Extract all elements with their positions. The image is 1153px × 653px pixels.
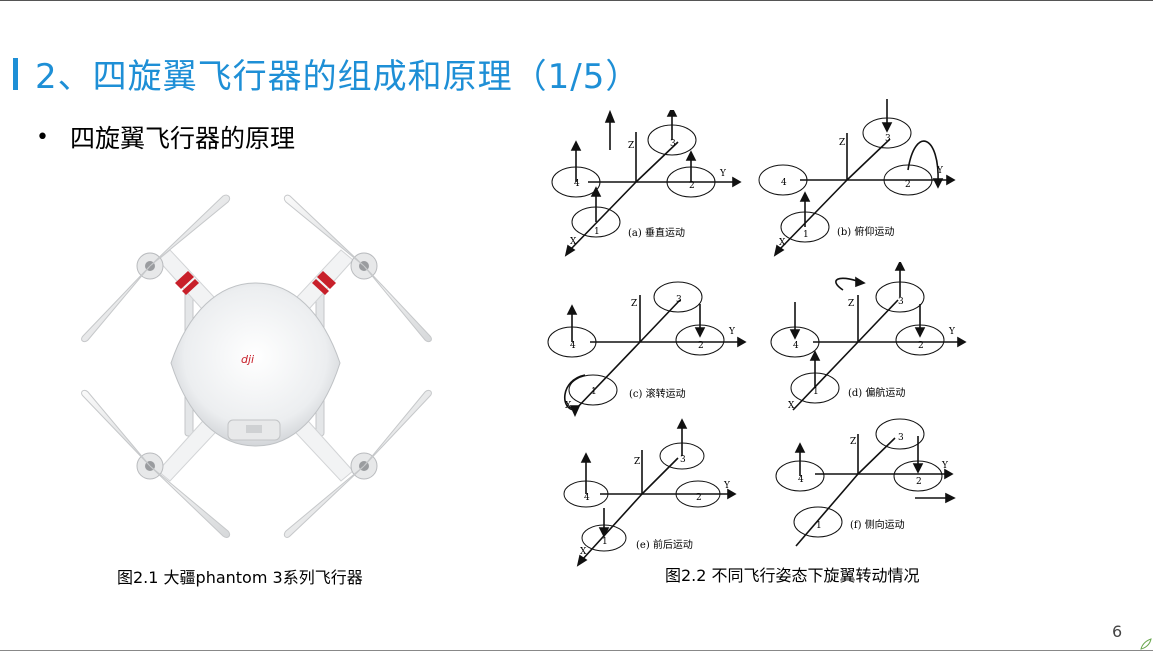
rotor-label-1: 1 xyxy=(816,521,822,531)
rotor-label-2: 2 xyxy=(696,493,702,503)
corner-leaf-icon xyxy=(1140,638,1152,650)
panel-label-a: (a) 垂直运动 xyxy=(628,226,685,239)
rotor-label-3: 3 xyxy=(898,433,904,443)
rotor-label-2: 2 xyxy=(905,180,911,190)
diagram-panel-b: 4 2 3 1 Z Y X (b) 俯仰运动 xyxy=(758,99,956,257)
rotor-label-1: 1 xyxy=(602,537,608,547)
rotor-label-4: 4 xyxy=(570,341,576,351)
drone-logo: dji xyxy=(241,353,254,366)
diagram-panel-d: 4 2 3 1 Z Y X (d) 偏航运动 xyxy=(770,262,967,411)
axis-x-label: X xyxy=(580,547,587,557)
diagram-caption: 图2.2 不同飞行姿态下旋翼转动情况 xyxy=(665,566,920,585)
title-accent-bar xyxy=(13,58,18,90)
axis-z-label: Z xyxy=(850,437,856,447)
bottom-rule xyxy=(0,650,1153,651)
axis-z-label: Z xyxy=(631,299,637,309)
panel-label-f: (f) 侧向运动 xyxy=(850,518,905,531)
axis-y-label: Y xyxy=(728,327,736,337)
axis-y-label: Y xyxy=(719,169,727,179)
axis-z-label: Z xyxy=(634,457,640,467)
axis-z-label: Z xyxy=(839,138,845,148)
page-number: 6 xyxy=(1112,622,1123,641)
panel-label-b: (b) 俯仰运动 xyxy=(837,225,894,238)
rotor-label-1: 1 xyxy=(591,387,597,397)
rotor-label-1: 1 xyxy=(594,227,600,237)
axis-x-label: X xyxy=(570,237,577,247)
rotor-label-2: 2 xyxy=(698,341,704,351)
diagram-panel-f: 4 2 3 1 Z Y (f) 侧向运动 xyxy=(775,418,956,547)
axis-x-label: X xyxy=(565,401,572,411)
rotor-label-4: 4 xyxy=(574,179,580,189)
diagram-panel-e: 4 2 3 1 Z Y X (e) 前后运动 xyxy=(563,418,737,567)
top-rule xyxy=(0,0,1153,1)
axis-y-label: Y xyxy=(941,461,949,471)
panel-label-d: (d) 偏航运动 xyxy=(848,386,905,399)
rotor-label-1: 1 xyxy=(813,387,819,397)
axis-x-label: X xyxy=(779,238,786,248)
rotor-label-2: 2 xyxy=(916,477,922,487)
rotor-label-4: 4 xyxy=(793,341,799,351)
axis-z-label: Z xyxy=(848,299,854,309)
rotor-label-3: 3 xyxy=(680,455,686,465)
rotor-label-4: 4 xyxy=(798,475,804,485)
rotor-label-2: 2 xyxy=(918,341,924,351)
bullet-dot: • xyxy=(36,125,49,150)
axis-x-label: X xyxy=(788,401,795,411)
axis-y-label: Y xyxy=(723,481,731,491)
axis-y-label: Y xyxy=(948,327,956,337)
rotor-label-3: 3 xyxy=(885,134,891,144)
rotor-label-3: 3 xyxy=(898,297,904,307)
axis-z-label: Z xyxy=(628,141,634,151)
bullet-text: 四旋翼飞行器的原理 xyxy=(70,124,296,153)
diagram-panel-c: 4 2 3 1 Z Y X (c) 滚转运动 xyxy=(547,281,747,417)
rotor-label-2: 2 xyxy=(689,181,695,191)
rotor-label-4: 4 xyxy=(584,493,590,503)
diagram-panel-a: 4 2 3 1 Z Y X (a) 垂直运动 xyxy=(551,110,742,257)
rotor-label-4: 4 xyxy=(781,178,787,188)
drone-image: dji xyxy=(81,194,432,538)
slide-title: 2、四旋翼飞行器的组成和原理（1/5） xyxy=(35,57,641,97)
rotor-label-3: 3 xyxy=(670,139,676,149)
axis-y-label: Y xyxy=(936,166,944,176)
drone-caption: 图2.1 大疆phantom 3系列飞行器 xyxy=(117,568,363,587)
rotor-label-3: 3 xyxy=(676,295,682,305)
panel-label-c: (c) 滚转运动 xyxy=(629,387,686,400)
rotor-label-1: 1 xyxy=(803,230,809,240)
panel-label-e: (e) 前后运动 xyxy=(636,538,693,551)
